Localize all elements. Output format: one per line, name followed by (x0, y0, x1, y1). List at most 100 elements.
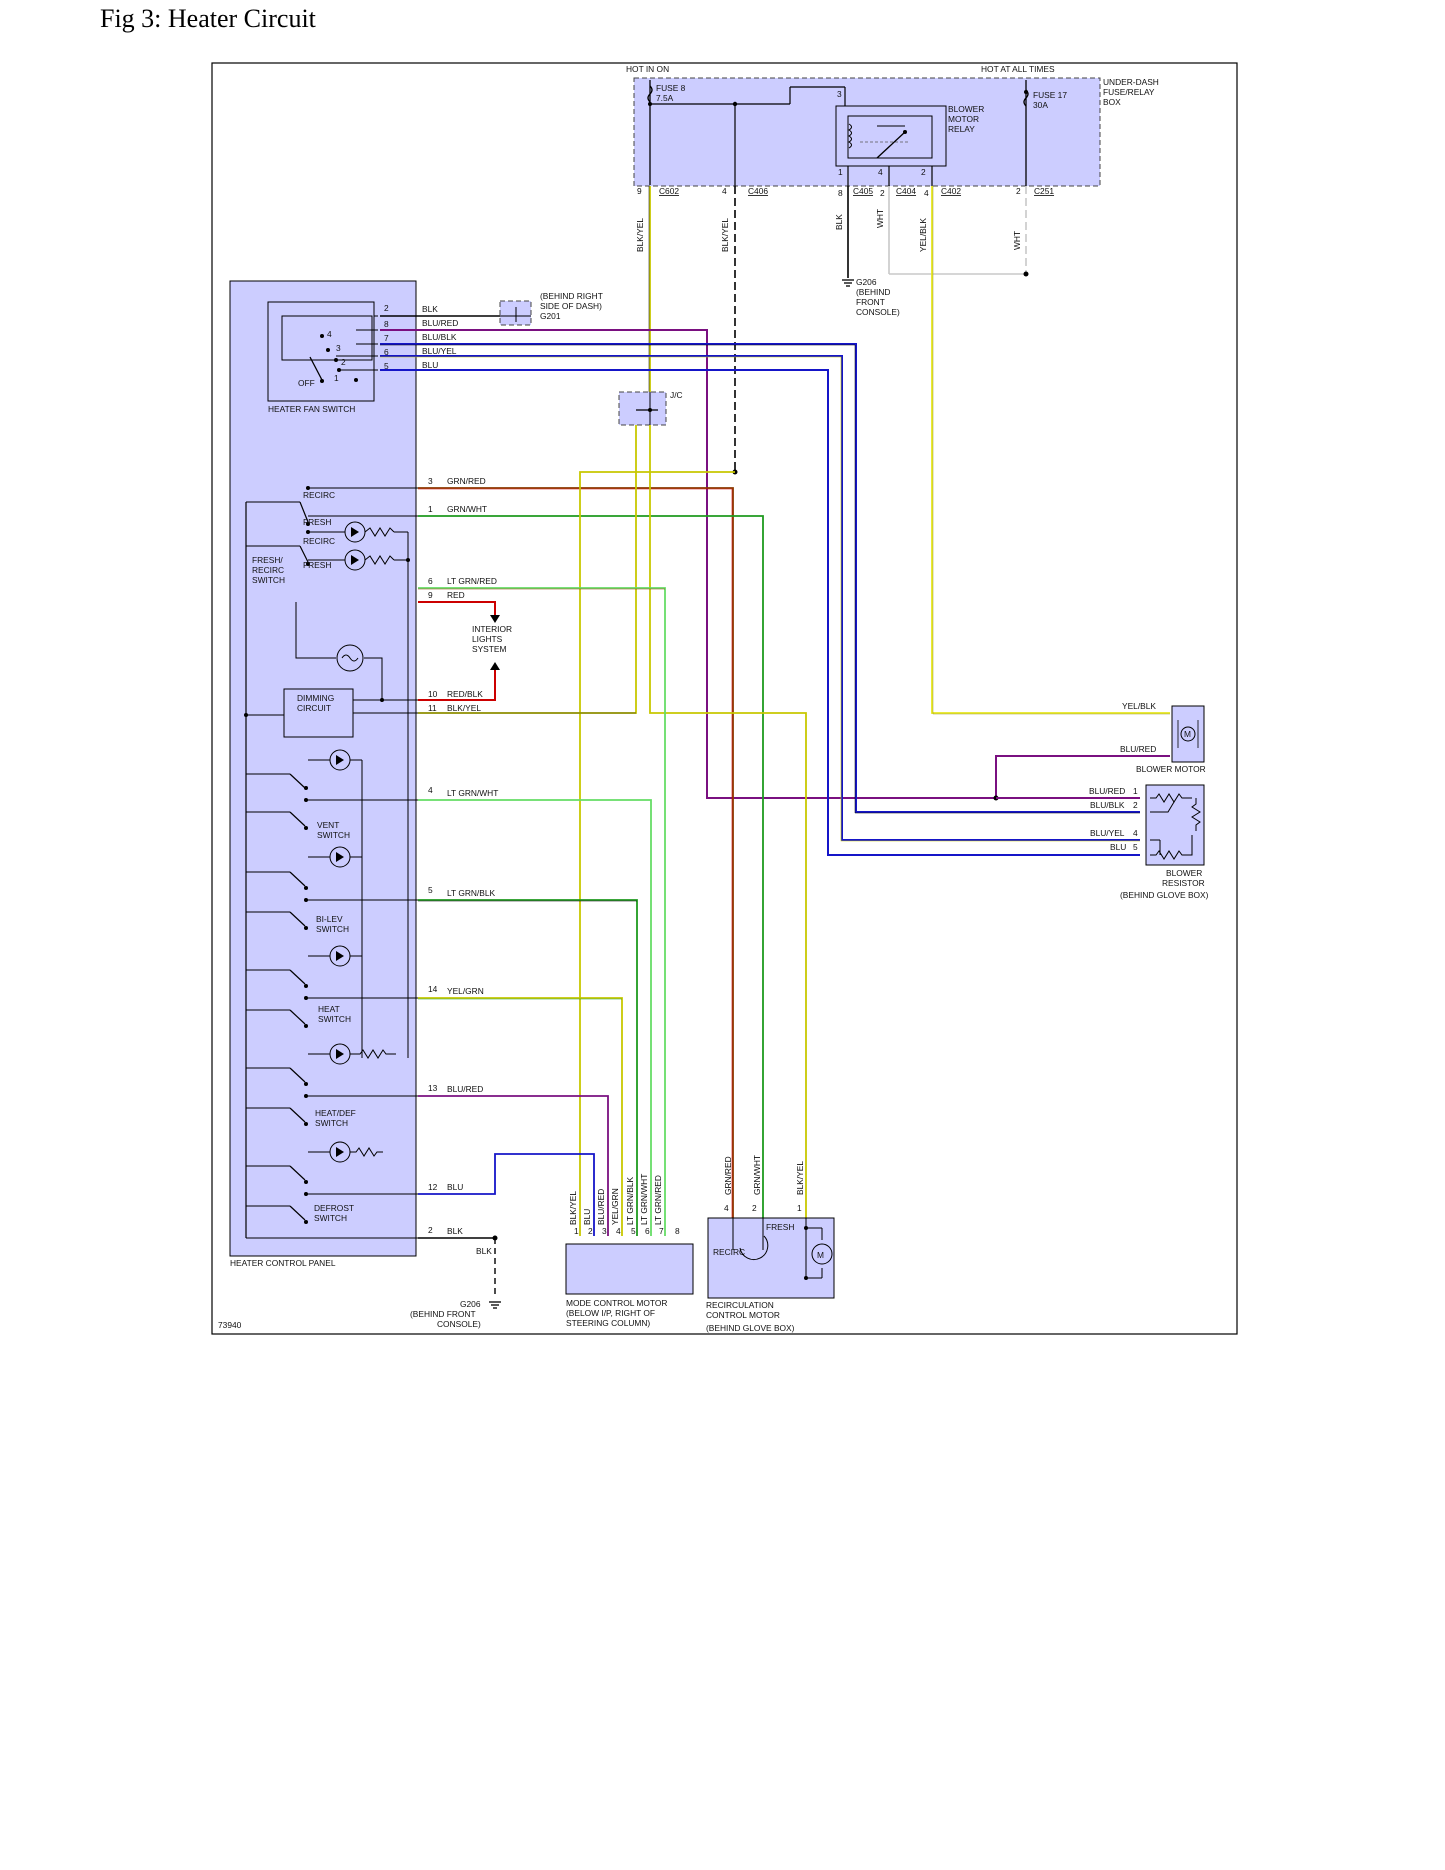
resistor-pin-2: 2 (1133, 800, 1138, 810)
bi-lev-switch (246, 871, 418, 930)
mode-motor-label-1: MODE CONTROL MOTOR (566, 1298, 667, 1308)
svg-text:M: M (1184, 729, 1191, 739)
interior-lights-label-2: LIGHTS (472, 634, 503, 644)
bi-lev-switch-label-2: SWITCH (316, 924, 349, 934)
diagram-frame (211, 62, 1238, 1335)
wire-label-blu-red-motor: BLU/RED (1120, 744, 1156, 754)
mode-pin-2: 2 (588, 1226, 593, 1236)
resistor-pin-5: 5 (1133, 842, 1138, 852)
heater-fan-switch-label: HEATER FAN SWITCH (268, 404, 355, 414)
fresh-recirc-switch-label-1: FRESH/ (252, 555, 283, 565)
g206-bottom-label-2: (BEHIND FRONT (410, 1309, 476, 1319)
resistor-pin-4: 4 (1133, 828, 1138, 838)
recirc-fresh-label: FRESH (766, 1222, 794, 1232)
g206-top-label-3: FRONT (856, 297, 885, 307)
jc-label: J/C (670, 390, 683, 400)
recirc-motor-pin-4: 4 (724, 1203, 729, 1213)
fresh-label-2: FRESH (303, 560, 331, 570)
mode-motor-label-3: STEERING COLUMN) (566, 1318, 650, 1328)
wire-label-grn-wht-panel: GRN/WHT (447, 504, 487, 514)
c251-label: C251 (1034, 186, 1054, 196)
mode-pin-8: 8 (675, 1226, 680, 1236)
heat-def-switch (246, 1067, 418, 1126)
fuse-8-rating: 7.5A (656, 93, 674, 103)
fuse-17-rating: 30A (1033, 100, 1048, 110)
wire-label-blu-blk-fan: BLU/BLK (422, 332, 457, 342)
figure-title: Fig 3: Heater Circuit (100, 4, 316, 33)
relay-pin-4: 4 (878, 167, 883, 177)
blower-resistor-label-1: BLOWER (1166, 868, 1202, 878)
recirc-motor-pin-1: 1 (797, 1203, 802, 1213)
fresh-label-1: FRESH (303, 517, 331, 527)
interior-lights-label-3: SYSTEM (472, 644, 506, 654)
g206-top-label-4: CONSOLE) (856, 307, 900, 317)
panel-pin-9: 9 (428, 590, 433, 600)
fan-switch-pos-3: 3 (336, 343, 341, 353)
c602-label: C602 (659, 186, 679, 196)
recirc-wire-blk-yel: BLK/YEL (795, 1161, 805, 1195)
fuse-17-label: FUSE 17 (1033, 90, 1067, 100)
c406-pin-4: 4 (722, 186, 727, 196)
recirc-label-2: RECIRC (303, 536, 335, 546)
illumination-bulb-icon (336, 644, 364, 672)
mode-wire-blk-yel: BLK/YEL (568, 1191, 578, 1225)
mode-control-motor (565, 1243, 694, 1295)
fan-switch-pos-1: 1 (334, 373, 339, 383)
fuse-17-icon (1023, 80, 1029, 186)
mode-wire-yel-grn: YEL/GRN (610, 1188, 620, 1225)
recirc-wire-grn-red: GRN/RED (723, 1156, 733, 1195)
resistor-wire-blu-red: BLU/RED (1089, 786, 1125, 796)
c406-label: C406 (748, 186, 768, 196)
wire-label-lt-grn-red-panel: LT GRN/RED (447, 576, 497, 586)
hot-at-all-times-label: HOT AT ALL TIMES (981, 64, 1055, 74)
mode-motor-label-2: (BELOW I/P, RIGHT OF (566, 1308, 655, 1318)
panel-pin-6: 6 (428, 576, 433, 586)
wire-label-blu-yel-fan: BLU/YEL (422, 346, 457, 356)
vent-switch-label-2: SWITCH (317, 830, 350, 840)
g206-top-label-2: (BEHIND (856, 287, 890, 297)
recirc-motor-label-2: CONTROL MOTOR (706, 1310, 780, 1320)
resistor-pin-1: 1 (1133, 786, 1138, 796)
blower-motor (1171, 705, 1205, 763)
mode-wire-lt-grn-wht: LT GRN/WHT (639, 1174, 649, 1225)
dimming-circuit (283, 688, 354, 738)
g206-bottom-label-1: G206 (460, 1299, 481, 1309)
under-dash-box-label-2: FUSE/RELAY (1103, 87, 1155, 97)
mode-wire-lt-grn-blk: LT GRN/BLK (625, 1176, 635, 1225)
recirc-led-icon (308, 549, 408, 571)
mode-pin-4: 4 (616, 1226, 621, 1236)
relay-pin-2: 2 (921, 167, 926, 177)
interior-lights-label-1: INTERIOR (472, 624, 512, 634)
recirc-motor-icon: M (811, 1243, 833, 1265)
c404-label: C404 (896, 186, 916, 196)
mode-pin-7: 7 (659, 1226, 664, 1236)
mode-wire-blu-red: BLU/RED (596, 1189, 606, 1225)
wire-label-blu-red-panel: BLU/RED (447, 1084, 483, 1094)
wire-label-lt-grn-wht-panel: LT GRN/WHT (447, 788, 498, 798)
bi-lev-switch-label-1: BI-LEV (316, 914, 343, 924)
defrost-switch-label-2: SWITCH (314, 1213, 347, 1223)
relay-pin-3: 3 (837, 89, 842, 99)
panel-pin-2: 2 (428, 1225, 433, 1235)
heat-def-switch-label-2: SWITCH (315, 1118, 348, 1128)
defrost-switch (246, 1165, 418, 1224)
blower-motor-relay (835, 105, 947, 167)
mode-pin-6: 6 (645, 1226, 650, 1236)
figure-ref-number: 73940 (218, 1320, 242, 1330)
wire-label-blk-yel-c406: BLK/YEL (720, 218, 730, 252)
panel-pin-4: 4 (428, 785, 433, 795)
relay-label-3: RELAY (948, 124, 975, 134)
wire-label-red-panel: RED (447, 590, 465, 600)
fan-switch-off: OFF (298, 378, 315, 388)
recirc-recirc-label: RECIRC (713, 1247, 745, 1257)
vent-led-icon (308, 749, 362, 771)
recirc-wire-grn-wht: GRN/WHT (752, 1155, 762, 1195)
vent-led-2-icon (308, 846, 362, 868)
resistor-wire-blu-yel: BLU/YEL (1090, 828, 1125, 838)
blower-resistor-icon (1150, 793, 1201, 860)
svg-text:M: M (817, 1250, 824, 1260)
panel-pin-5: 5 (428, 885, 433, 895)
blower-resistor-label-2: RESISTOR (1162, 878, 1205, 888)
recirc-motor-pin-2: 2 (752, 1203, 757, 1213)
panel-pin-13: 13 (428, 1083, 438, 1093)
